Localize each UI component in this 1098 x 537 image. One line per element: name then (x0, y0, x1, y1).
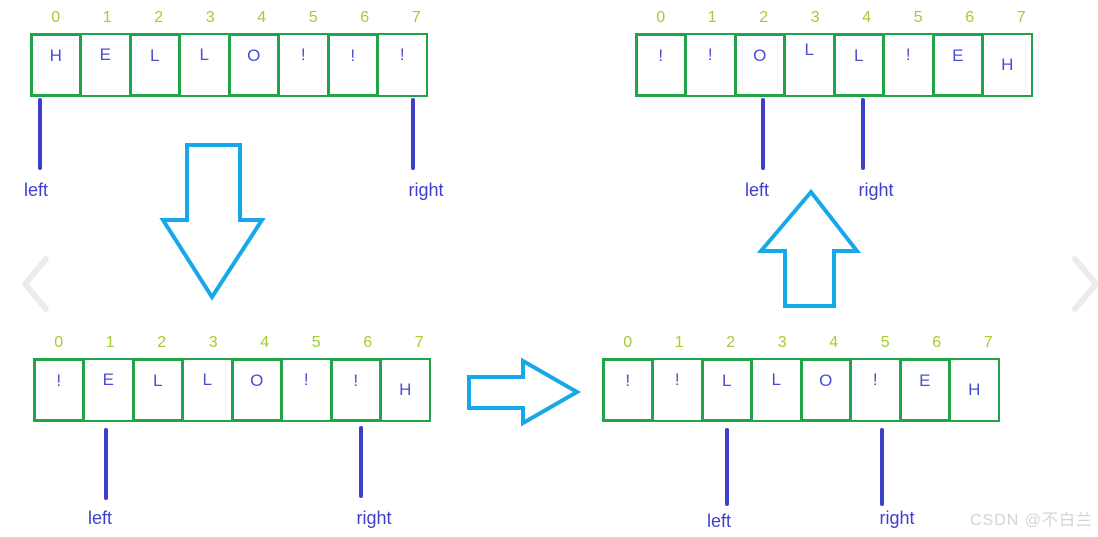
cell-row: ! ! O L L ! E H (635, 33, 1047, 97)
up-arrow-icon (756, 188, 862, 308)
down-arrow-icon (159, 143, 266, 301)
index-label: 7 (1016, 9, 1026, 26)
array-cell: ! (635, 33, 687, 97)
left-pointer-label: left (744, 180, 770, 200)
index-label: 6 (360, 9, 370, 26)
array-step-4: 0 1 2 3 4 5 6 7 ! ! O L L ! E H left rig… (635, 8, 1047, 200)
index-label: 4 (829, 334, 839, 351)
array-step-2: 0 1 2 3 4 5 6 7 ! E L L O ! ! H left rig… (33, 333, 445, 528)
index-label: 5 (308, 9, 318, 26)
left-pointer-line (38, 98, 42, 170)
index-label: 3 (208, 334, 218, 351)
right-pointer-label: right (879, 508, 915, 528)
array-cell: ! (882, 33, 934, 97)
array-cell: L (178, 33, 230, 97)
array-cell: L (701, 358, 753, 422)
right-pointer-line (861, 98, 865, 170)
left-pointer-label: left (23, 180, 49, 200)
left-pointer-line (104, 428, 108, 500)
cell-row: ! ! L L O ! E H (602, 358, 1014, 422)
index-row: 0 1 2 3 4 5 6 7 (33, 333, 445, 358)
index-row: 0 1 2 3 4 5 6 7 (30, 8, 442, 33)
array-step-1: 0 1 2 3 4 5 6 7 H E L L O ! ! ! left rig… (24, 8, 444, 200)
index-label: 5 (880, 334, 890, 351)
watermark: CSDN @不白兰 (969, 512, 1093, 529)
array-cell: ! (277, 33, 329, 97)
index-label: 1 (674, 334, 684, 351)
index-label: 1 (707, 9, 717, 26)
index-label: 4 (862, 9, 872, 26)
right-pointer-label: right (858, 180, 894, 200)
array-cell: ! (849, 358, 901, 422)
index-label: 7 (983, 334, 993, 351)
array-cell: ! (280, 358, 332, 422)
index-label: 4 (257, 9, 267, 26)
index-label: 7 (414, 334, 424, 351)
right-arrow-icon (467, 357, 582, 427)
array-cell: L (783, 33, 835, 97)
right-pointer-line (359, 426, 363, 498)
index-label: 6 (363, 334, 373, 351)
left-pointer-label: left (706, 511, 732, 531)
array-cell: O (734, 33, 786, 97)
right-pointer-line (880, 428, 884, 506)
array-step-3: 0 1 2 3 4 5 6 7 ! ! L L O ! E H left rig… (602, 333, 1014, 531)
index-label: 7 (411, 9, 421, 26)
index-label: 2 (726, 334, 736, 351)
array-cell: H (379, 358, 431, 422)
index-label: 0 (623, 334, 633, 351)
left-pointer-label: left (87, 508, 113, 528)
index-label: 6 (965, 9, 975, 26)
array-cell: O (228, 33, 280, 97)
index-label: 3 (810, 9, 820, 26)
array-cell: ! (33, 358, 85, 422)
array-cell: O (800, 358, 852, 422)
index-label: 5 (913, 9, 923, 26)
index-label: 4 (260, 334, 270, 351)
array-cell: H (981, 33, 1033, 97)
index-label: 2 (154, 9, 164, 26)
array-cell: E (899, 358, 951, 422)
right-pointer-label: right (408, 180, 444, 200)
array-cell: E (79, 33, 131, 97)
left-pointer-line (725, 428, 729, 506)
carousel-prev-icon[interactable] (22, 256, 49, 312)
array-cell: L (129, 33, 181, 97)
index-label: 3 (777, 334, 787, 351)
array-cell: O (231, 358, 283, 422)
carousel-next-icon[interactable] (1072, 256, 1098, 312)
index-label: 1 (105, 334, 115, 351)
index-label: 0 (656, 9, 666, 26)
index-label: 1 (102, 9, 112, 26)
index-row: 0 1 2 3 4 5 6 7 (635, 8, 1047, 33)
array-cell: E (82, 358, 134, 422)
array-cell: L (132, 358, 184, 422)
array-cell: H (30, 33, 82, 97)
array-cell: ! (327, 33, 379, 97)
index-label: 6 (932, 334, 942, 351)
array-cell: ! (330, 358, 382, 422)
array-cell: H (948, 358, 1000, 422)
index-label: 2 (157, 334, 167, 351)
index-label: 2 (759, 9, 769, 26)
cell-row: H E L L O ! ! ! (30, 33, 442, 97)
cell-row: ! E L L O ! ! H (33, 358, 445, 422)
right-pointer-line (411, 98, 415, 170)
index-label: 0 (51, 9, 61, 26)
array-cell: E (932, 33, 984, 97)
array-cell: ! (602, 358, 654, 422)
right-pointer-label: right (356, 508, 392, 528)
array-cell: ! (651, 358, 703, 422)
left-pointer-line (761, 98, 765, 170)
array-cell: L (750, 358, 802, 422)
index-row: 0 1 2 3 4 5 6 7 (602, 333, 1014, 358)
array-cell: ! (376, 33, 428, 97)
index-label: 0 (54, 334, 64, 351)
index-label: 3 (205, 9, 215, 26)
array-cell: L (833, 33, 885, 97)
array-cell: L (181, 358, 233, 422)
array-cell: ! (684, 33, 736, 97)
index-label: 5 (311, 334, 321, 351)
